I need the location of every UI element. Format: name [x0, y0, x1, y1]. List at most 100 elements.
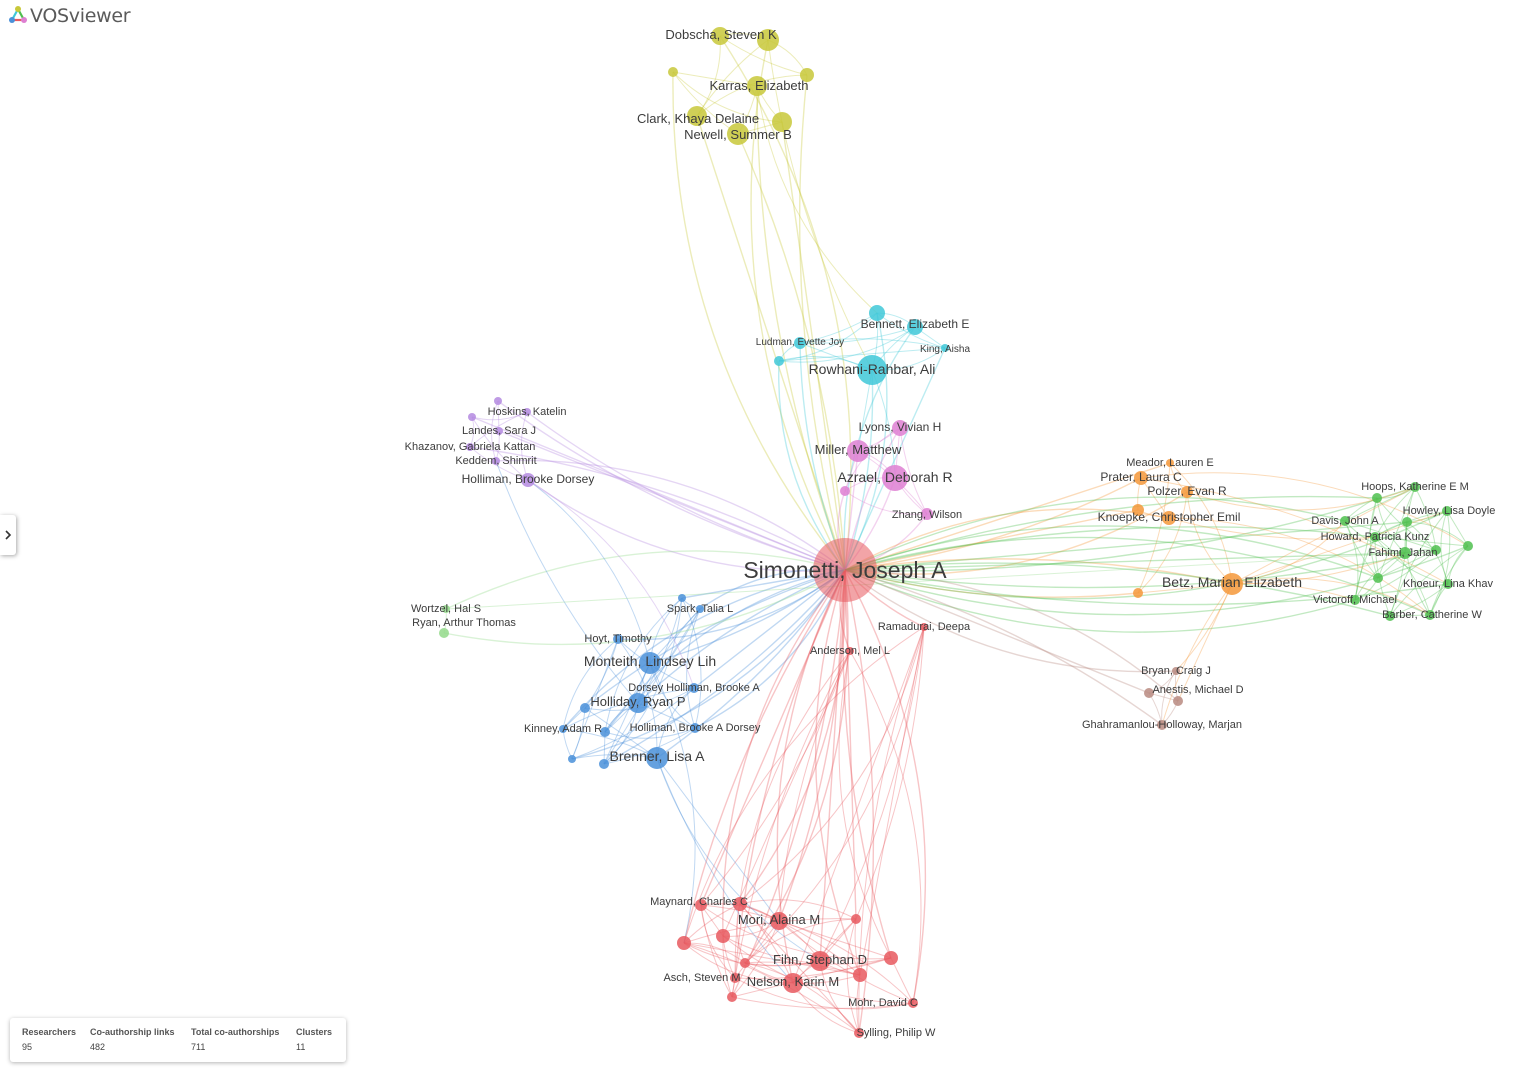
- researcher-node[interactable]: [857, 355, 887, 385]
- researcher-node[interactable]: [1431, 545, 1441, 555]
- researcher-node[interactable]: [695, 899, 707, 911]
- researcher-node[interactable]: [716, 929, 730, 943]
- researcher-node[interactable]: [921, 508, 933, 520]
- researcher-node[interactable]: [884, 951, 898, 965]
- researcher-node[interactable]: [840, 486, 850, 496]
- researcher-label[interactable]: Sylling, Philip W: [857, 1027, 936, 1039]
- researcher-node[interactable]: [740, 958, 750, 968]
- researcher-node[interactable]: [774, 356, 784, 366]
- researcher-label[interactable]: Hoops, Katherine E M: [1361, 481, 1469, 493]
- researcher-label[interactable]: Mohr, David C: [848, 997, 918, 1009]
- researcher-node[interactable]: [439, 628, 449, 638]
- researcher-node[interactable]: [639, 652, 661, 674]
- researcher-node[interactable]: [687, 106, 707, 126]
- researcher-label[interactable]: Victoroff, Michael: [1313, 594, 1397, 606]
- researcher-node[interactable]: [854, 1028, 864, 1038]
- researcher-node[interactable]: [747, 76, 767, 96]
- researcher-node[interactable]: [1181, 486, 1193, 498]
- researcher-node[interactable]: [1350, 595, 1360, 605]
- researcher-label[interactable]: Rowhani-Rahbar, Ali: [809, 361, 936, 377]
- researcher-label[interactable]: Knoepke, Christopher Emil: [1098, 510, 1241, 524]
- researcher-label[interactable]: Clark, Khaya Delaine: [637, 111, 759, 126]
- researcher-label[interactable]: Bennett, Elizabeth E: [861, 317, 970, 331]
- researcher-node[interactable]: [1221, 573, 1243, 595]
- researcher-label[interactable]: Barber, Catherine W: [1382, 609, 1482, 621]
- researcher-label[interactable]: Mori, Alaina M: [738, 912, 820, 927]
- researcher-node[interactable]: [733, 897, 747, 911]
- researcher-label[interactable]: Davis, John A: [1311, 515, 1379, 527]
- researcher-label[interactable]: Holliday, Ryan P: [590, 694, 685, 709]
- researcher-node[interactable]: [1463, 541, 1473, 551]
- researcher-node[interactable]: [941, 344, 949, 352]
- researcher-node[interactable]: [1402, 517, 1412, 527]
- researcher-node[interactable]: [600, 727, 610, 737]
- researcher-node[interactable]: [794, 337, 806, 349]
- researcher-label[interactable]: Betz, Marian Elizabeth: [1162, 574, 1302, 590]
- researcher-label[interactable]: Prater, Laura C: [1100, 470, 1182, 484]
- researcher-label[interactable]: Khoeur, Lina Khav: [1403, 578, 1493, 590]
- researcher-label[interactable]: Miller, Matthew: [815, 442, 902, 457]
- researcher-node[interactable]: [772, 112, 792, 132]
- researcher-node[interactable]: [730, 973, 740, 983]
- researcher-label[interactable]: Ryan, Arthur Thomas: [412, 617, 516, 629]
- researcher-node[interactable]: [442, 605, 450, 613]
- researcher-node[interactable]: [521, 473, 535, 487]
- researcher-label[interactable]: Ghahramanlou-Holloway, Marjan: [1082, 719, 1242, 731]
- researcher-node[interactable]: [1134, 471, 1148, 485]
- researcher-label[interactable]: Khazanov, Gabriela Kattan: [405, 441, 536, 453]
- researcher-node[interactable]: [1370, 532, 1380, 542]
- researcher-label[interactable]: Spark, Talia L: [667, 603, 733, 615]
- researcher-node[interactable]: [907, 319, 923, 335]
- researcher-node[interactable]: [1172, 667, 1180, 675]
- researcher-node[interactable]: [920, 623, 928, 631]
- researcher-node[interactable]: [810, 951, 830, 971]
- researcher-label[interactable]: Lyons, Vivian H: [859, 420, 942, 434]
- researcher-node[interactable]: [466, 443, 474, 451]
- researcher-node[interactable]: [851, 914, 861, 924]
- researcher-label[interactable]: Brenner, Lisa A: [610, 748, 706, 764]
- researcher-label[interactable]: Bryan, Craig J: [1141, 665, 1211, 677]
- researcher-node[interactable]: [770, 912, 788, 930]
- researcher-node[interactable]: [1133, 588, 1143, 598]
- researcher-label[interactable]: Asch, Steven M: [663, 972, 740, 984]
- researcher-node[interactable]: [613, 634, 623, 644]
- researcher-label[interactable]: Landes, Sara J: [462, 425, 536, 437]
- researcher-node[interactable]: [1399, 547, 1411, 559]
- researcher-label[interactable]: Meador, Lauren E: [1126, 457, 1213, 469]
- researcher-label[interactable]: Nelson, Karin M: [747, 974, 839, 989]
- researcher-node[interactable]: [1144, 688, 1154, 698]
- researcher-node[interactable]: [727, 992, 737, 1002]
- researcher-label[interactable]: Monteith, Lindsey Lih: [584, 653, 716, 669]
- researcher-node[interactable]: [1425, 610, 1435, 620]
- researcher-node[interactable]: [847, 440, 869, 462]
- researcher-node[interactable]: [783, 973, 803, 993]
- researcher-label[interactable]: Anestis, Michael D: [1152, 684, 1243, 696]
- researcher-node[interactable]: [711, 27, 729, 45]
- researcher-node[interactable]: [1162, 511, 1176, 525]
- researcher-node[interactable]: [495, 427, 503, 435]
- researcher-node[interactable]: [599, 759, 609, 769]
- researcher-node[interactable]: [1166, 459, 1174, 467]
- expand-panel-button[interactable]: [0, 515, 16, 555]
- researcher-label[interactable]: Holliman, Brooke Dorsey: [462, 472, 595, 486]
- researcher-label[interactable]: King, Aisha: [920, 344, 970, 355]
- researcher-label[interactable]: Anderson, Mel L: [810, 645, 890, 657]
- researcher-label[interactable]: Ludman, Evette Joy: [756, 337, 844, 348]
- researcher-label[interactable]: Fihn, Stephan D: [773, 952, 867, 967]
- researcher-label[interactable]: Karras, Elizabeth: [710, 78, 809, 93]
- researcher-node[interactable]: [646, 747, 668, 769]
- researcher-node[interactable]: [892, 420, 908, 436]
- researcher-label[interactable]: Dobscha, Steven K: [665, 27, 777, 42]
- researcher-label[interactable]: Newell, Summer B: [684, 127, 792, 142]
- researcher-node[interactable]: [853, 968, 867, 982]
- researcher-node[interactable]: [1157, 720, 1167, 730]
- researcher-node[interactable]: [1340, 516, 1350, 526]
- researcher-node[interactable]: [690, 723, 700, 733]
- researcher-label[interactable]: Keddem, Shimrit: [455, 455, 536, 467]
- researcher-label[interactable]: Hoyt, Timothy: [584, 633, 652, 645]
- researcher-node[interactable]: [1442, 506, 1452, 516]
- researcher-node[interactable]: [800, 68, 814, 82]
- researcher-node[interactable]: [568, 755, 576, 763]
- researcher-label[interactable]: Polzer, Evan R: [1147, 484, 1227, 498]
- researcher-node[interactable]: [757, 29, 779, 51]
